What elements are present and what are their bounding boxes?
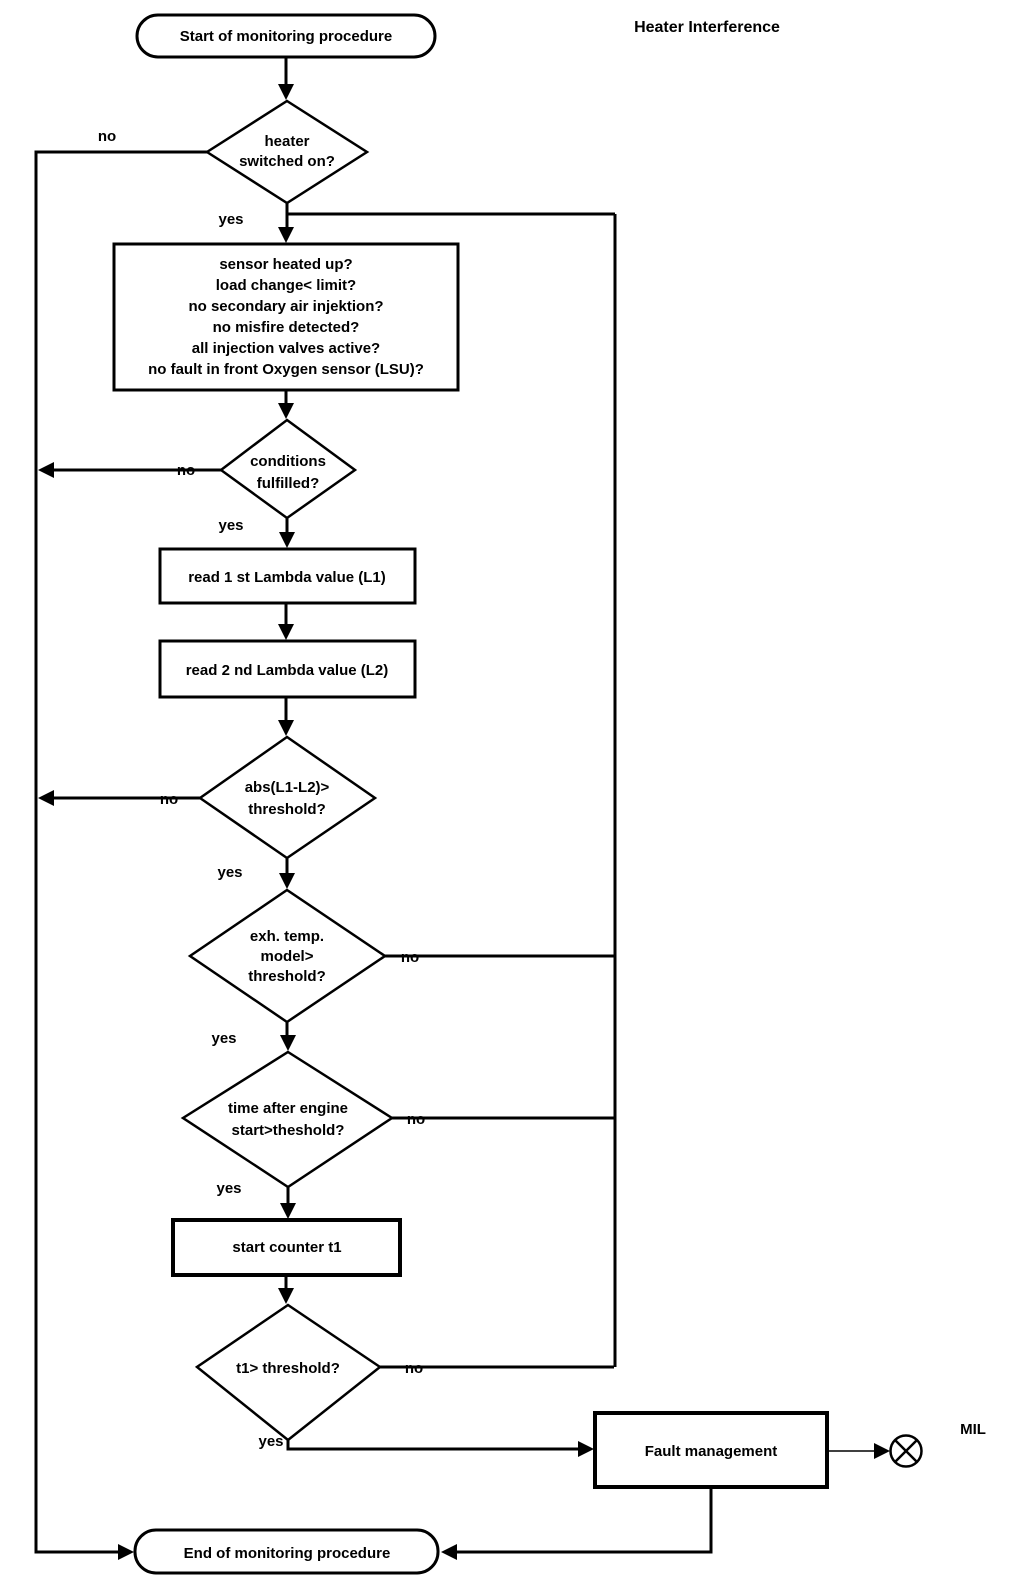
mil-lamp-icon [889, 1434, 923, 1468]
decision-time-line2: start>theshold? [232, 1122, 345, 1139]
lambda-yes-label: yes [217, 864, 242, 881]
mil-label: MIL [960, 1421, 986, 1438]
arrowhead-into-exhaust [279, 873, 295, 889]
arrowhead-into-t1 [278, 1288, 294, 1304]
read-lambda1-label: read 1 st Lambda value (L1) [188, 569, 386, 586]
arrowhead-into-conditions [278, 227, 294, 243]
entry-conditions-line6: no fault in front Oxygen sensor (LSU)? [148, 361, 424, 378]
decision-fulfilled-line2: fulfilled? [257, 475, 320, 492]
arrowhead-into-counter [280, 1203, 296, 1219]
edge-no-return-left [34, 150, 207, 1554]
decision-lambda-diff-line1: abs(L1-L2)> [245, 779, 330, 796]
entry-conditions-line2: load change< limit? [216, 277, 356, 294]
decision-heater-line1: heater [264, 133, 309, 150]
heater-yes-label: yes [218, 211, 243, 228]
arrowhead-into-read1 [279, 532, 295, 548]
node-shapes [112, 13, 923, 1575]
arrowheads [38, 84, 890, 1560]
fault-management-shape [593, 1411, 829, 1489]
t1-no-label: no [405, 1360, 423, 1377]
decision-t1-label: t1> threshold? [236, 1360, 340, 1377]
edges [34, 57, 876, 1554]
arrowhead-into-end-right [441, 1544, 457, 1560]
decision-t1-shape [194, 1303, 383, 1442]
decision-exhaust-shape [187, 888, 388, 1024]
decision-heater-shape [204, 99, 370, 205]
fault-management-label: Fault management [645, 1443, 778, 1460]
decision-time-shape [180, 1050, 395, 1189]
conditions-no-label: no [177, 462, 195, 479]
heater-no-label: no [98, 128, 116, 145]
entry-conditions-line5: all injection valves active? [192, 340, 380, 357]
entry-conditions-line4: no misfire detected? [213, 319, 360, 336]
entry-conditions-line3: no secondary air injektion? [188, 298, 383, 315]
start-counter-shape [171, 1218, 402, 1277]
arrowhead-into-end-left [118, 1544, 134, 1560]
time-yes-label: yes [216, 1180, 241, 1197]
decision-lambda-diff-line2: threshold? [248, 801, 326, 818]
end-node-label: End of monitoring procedure [184, 1545, 391, 1562]
decision-time-line1: time after engine [228, 1100, 348, 1117]
time-no-label: no [407, 1111, 425, 1128]
arrowhead-into-lambda-diff [278, 720, 294, 736]
decision-fulfilled-shape [218, 418, 358, 520]
start-counter-label: start counter t1 [232, 1239, 341, 1256]
read-lambda1-shape [158, 547, 417, 605]
start-node-shape [135, 13, 437, 59]
arrowhead-into-fulfilled [278, 403, 294, 419]
conditions-yes-label: yes [218, 517, 243, 534]
exhaust-no-label: no [401, 949, 419, 966]
decision-heater-line2: switched on? [239, 153, 335, 170]
decision-exhaust-line3: threshold? [248, 968, 326, 985]
read-lambda2-shape [158, 639, 417, 699]
arrowhead-conditions-no [38, 462, 54, 478]
entry-conditions-shape [112, 242, 460, 392]
exhaust-yes-label: yes [211, 1030, 236, 1047]
decision-lambda-diff-shape [197, 735, 378, 860]
arrowhead-into-fault [578, 1441, 594, 1457]
diagram-title: Heater Interference [634, 19, 780, 36]
arrowhead-into-mil [874, 1443, 890, 1459]
decision-exhaust-line1: exh. temp. [250, 928, 324, 945]
t1-yes-label: yes [258, 1433, 283, 1450]
arrowhead-into-time [280, 1035, 296, 1051]
lambda-no-label: no [160, 791, 178, 808]
decision-exhaust-line2: model> [261, 948, 314, 965]
start-node-label: Start of monitoring procedure [180, 28, 393, 45]
arrowhead-lambda-no [38, 790, 54, 806]
arrowhead-into-heater [278, 84, 294, 100]
decision-fulfilled-line1: conditions [250, 453, 326, 470]
edge-t1-yes-to-fault [286, 1440, 582, 1451]
labels: Heater Interference Start of monitoring … [98, 19, 986, 1562]
edge-fault-to-end [455, 1487, 713, 1554]
entry-conditions-line1: sensor heated up? [219, 256, 352, 273]
arrowhead-into-read2 [278, 624, 294, 640]
mil-lamp-x2 [894, 1439, 918, 1463]
end-node-shape [133, 1528, 440, 1575]
read-lambda2-label: read 2 nd Lambda value (L2) [186, 662, 389, 679]
